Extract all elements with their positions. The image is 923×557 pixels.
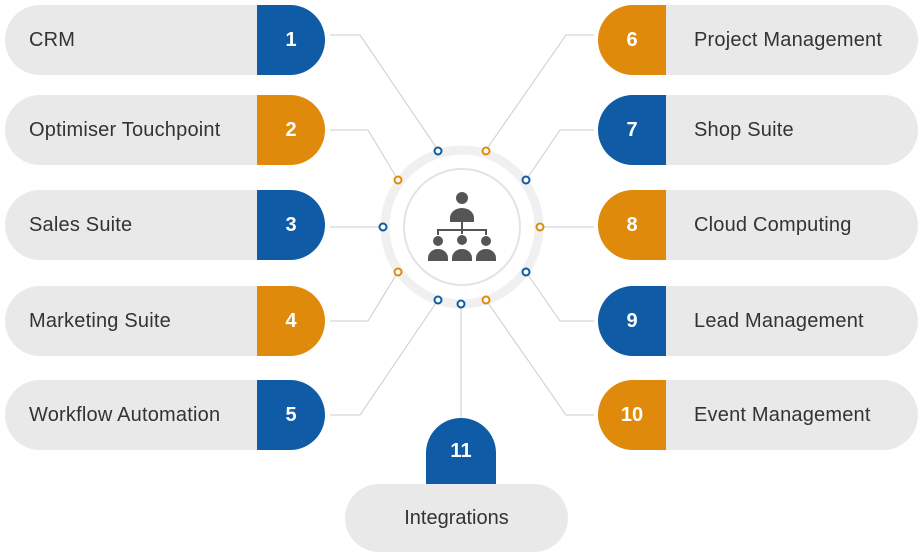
module-pill-crm[interactable]: CRM 1 bbox=[5, 5, 325, 75]
module-number-badge: 6 bbox=[598, 5, 666, 75]
dot-10 bbox=[481, 295, 491, 305]
dot-7 bbox=[521, 175, 531, 185]
connector-9 bbox=[525, 271, 594, 322]
module-label: Event Management bbox=[694, 403, 871, 426]
connector-2 bbox=[330, 129, 399, 181]
module-pill-event-management[interactable]: 10 Event Management bbox=[598, 380, 918, 450]
dot-1 bbox=[433, 146, 443, 156]
module-label: Sales Suite bbox=[29, 213, 133, 236]
module-label: CRM bbox=[29, 28, 76, 51]
module-pill-workflow-automation[interactable]: Workflow Automation 5 bbox=[5, 380, 325, 450]
module-label: Project Management bbox=[694, 28, 883, 51]
connector-4 bbox=[330, 271, 399, 322]
dot-8 bbox=[535, 222, 545, 232]
module-number-badge: 5 bbox=[257, 380, 325, 450]
connector-6 bbox=[485, 34, 594, 151]
module-label: Lead Management bbox=[694, 309, 864, 332]
connector-5 bbox=[330, 299, 439, 416]
dot-4 bbox=[393, 267, 403, 277]
dot-9 bbox=[521, 267, 531, 277]
module-number-badge-integrations: 11 bbox=[426, 418, 496, 490]
dot-3 bbox=[378, 222, 388, 232]
module-pill-integrations[interactable]: Integrations bbox=[345, 484, 568, 552]
module-number-badge: 9 bbox=[598, 286, 666, 356]
connector-1 bbox=[330, 34, 439, 151]
dot-6 bbox=[481, 146, 491, 156]
module-label: Integrations bbox=[404, 506, 509, 529]
module-pill-shop-suite[interactable]: 7 Shop Suite bbox=[598, 95, 918, 165]
module-pill-project-management[interactable]: 6 Project Management bbox=[598, 5, 918, 75]
module-number-badge: 7 bbox=[598, 95, 666, 165]
connector-7 bbox=[525, 129, 594, 181]
module-number-badge: 4 bbox=[257, 286, 325, 356]
module-number-badge: 10 bbox=[598, 380, 666, 450]
module-label: Workflow Automation bbox=[29, 403, 221, 426]
dot-2 bbox=[393, 175, 403, 185]
module-pill-lead-management[interactable]: 9 Lead Management bbox=[598, 286, 918, 356]
dot-11 bbox=[456, 299, 466, 309]
module-label: Cloud Computing bbox=[694, 213, 852, 236]
module-number-badge: 1 bbox=[257, 5, 325, 75]
module-number-badge: 2 bbox=[257, 95, 325, 165]
module-number-badge: 8 bbox=[598, 190, 666, 260]
module-label: Optimiser Touchpoint bbox=[29, 118, 221, 141]
module-pill-sales-suite[interactable]: Sales Suite 3 bbox=[5, 190, 325, 260]
dot-5 bbox=[433, 295, 443, 305]
connector-10 bbox=[485, 299, 594, 416]
module-number-badge: 3 bbox=[257, 190, 325, 260]
module-label: Shop Suite bbox=[694, 118, 794, 141]
module-pill-marketing-suite[interactable]: Marketing Suite 4 bbox=[5, 286, 325, 356]
module-pill-cloud-computing[interactable]: 8 Cloud Computing bbox=[598, 190, 918, 260]
org-chart-icon bbox=[428, 192, 496, 261]
module-label: Marketing Suite bbox=[29, 309, 171, 332]
module-pill-optimiser-touchpoint[interactable]: Optimiser Touchpoint 2 bbox=[5, 95, 325, 165]
